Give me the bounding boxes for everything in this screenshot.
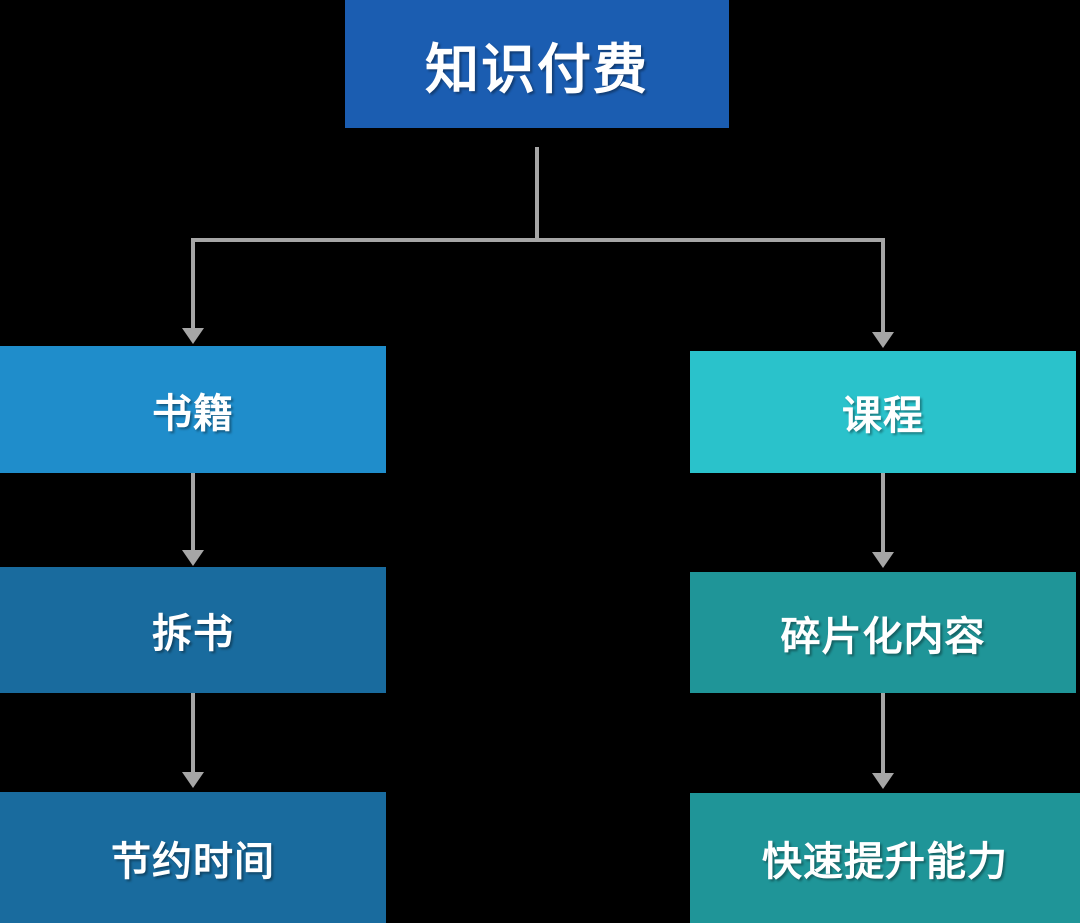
node-label: 书籍 [152,391,234,436]
node-label: 快速提升能力 [762,840,1008,884]
node-label: 拆书 [152,612,234,656]
connector-courses-1 [881,473,885,553]
arrowhead-books-1-icon [182,550,204,566]
connector-root-stem [535,147,539,242]
node-label: 碎片化内容 [780,614,986,659]
node-label: 知识付费 [425,39,649,100]
node-label: 节约时间 [111,839,275,884]
connector-books-2 [191,693,195,773]
arrowhead-left-drop-icon [182,328,204,344]
connector-books-1 [191,473,195,551]
node-courses: 课程 [690,351,1076,473]
connector-left-drop [191,238,195,329]
arrowhead-courses-1-icon [872,552,894,568]
node-knowledge-payment: 知识付费 [345,0,729,128]
node-save-time: 节约时间 [0,792,386,923]
connector-split-bar [191,238,885,242]
node-improve-ability-fast: 快速提升能力 [690,793,1080,923]
node-book-dismantling: 拆书 [0,567,386,693]
node-label: 课程 [842,394,924,438]
connector-courses-2 [881,693,885,774]
connector-right-drop [881,238,885,333]
arrowhead-right-drop-icon [872,332,894,348]
node-fragmented-content: 碎片化内容 [690,572,1076,693]
arrowhead-courses-2-icon [872,773,894,789]
node-books: 书籍 [0,346,386,473]
arrowhead-books-2-icon [182,772,204,788]
